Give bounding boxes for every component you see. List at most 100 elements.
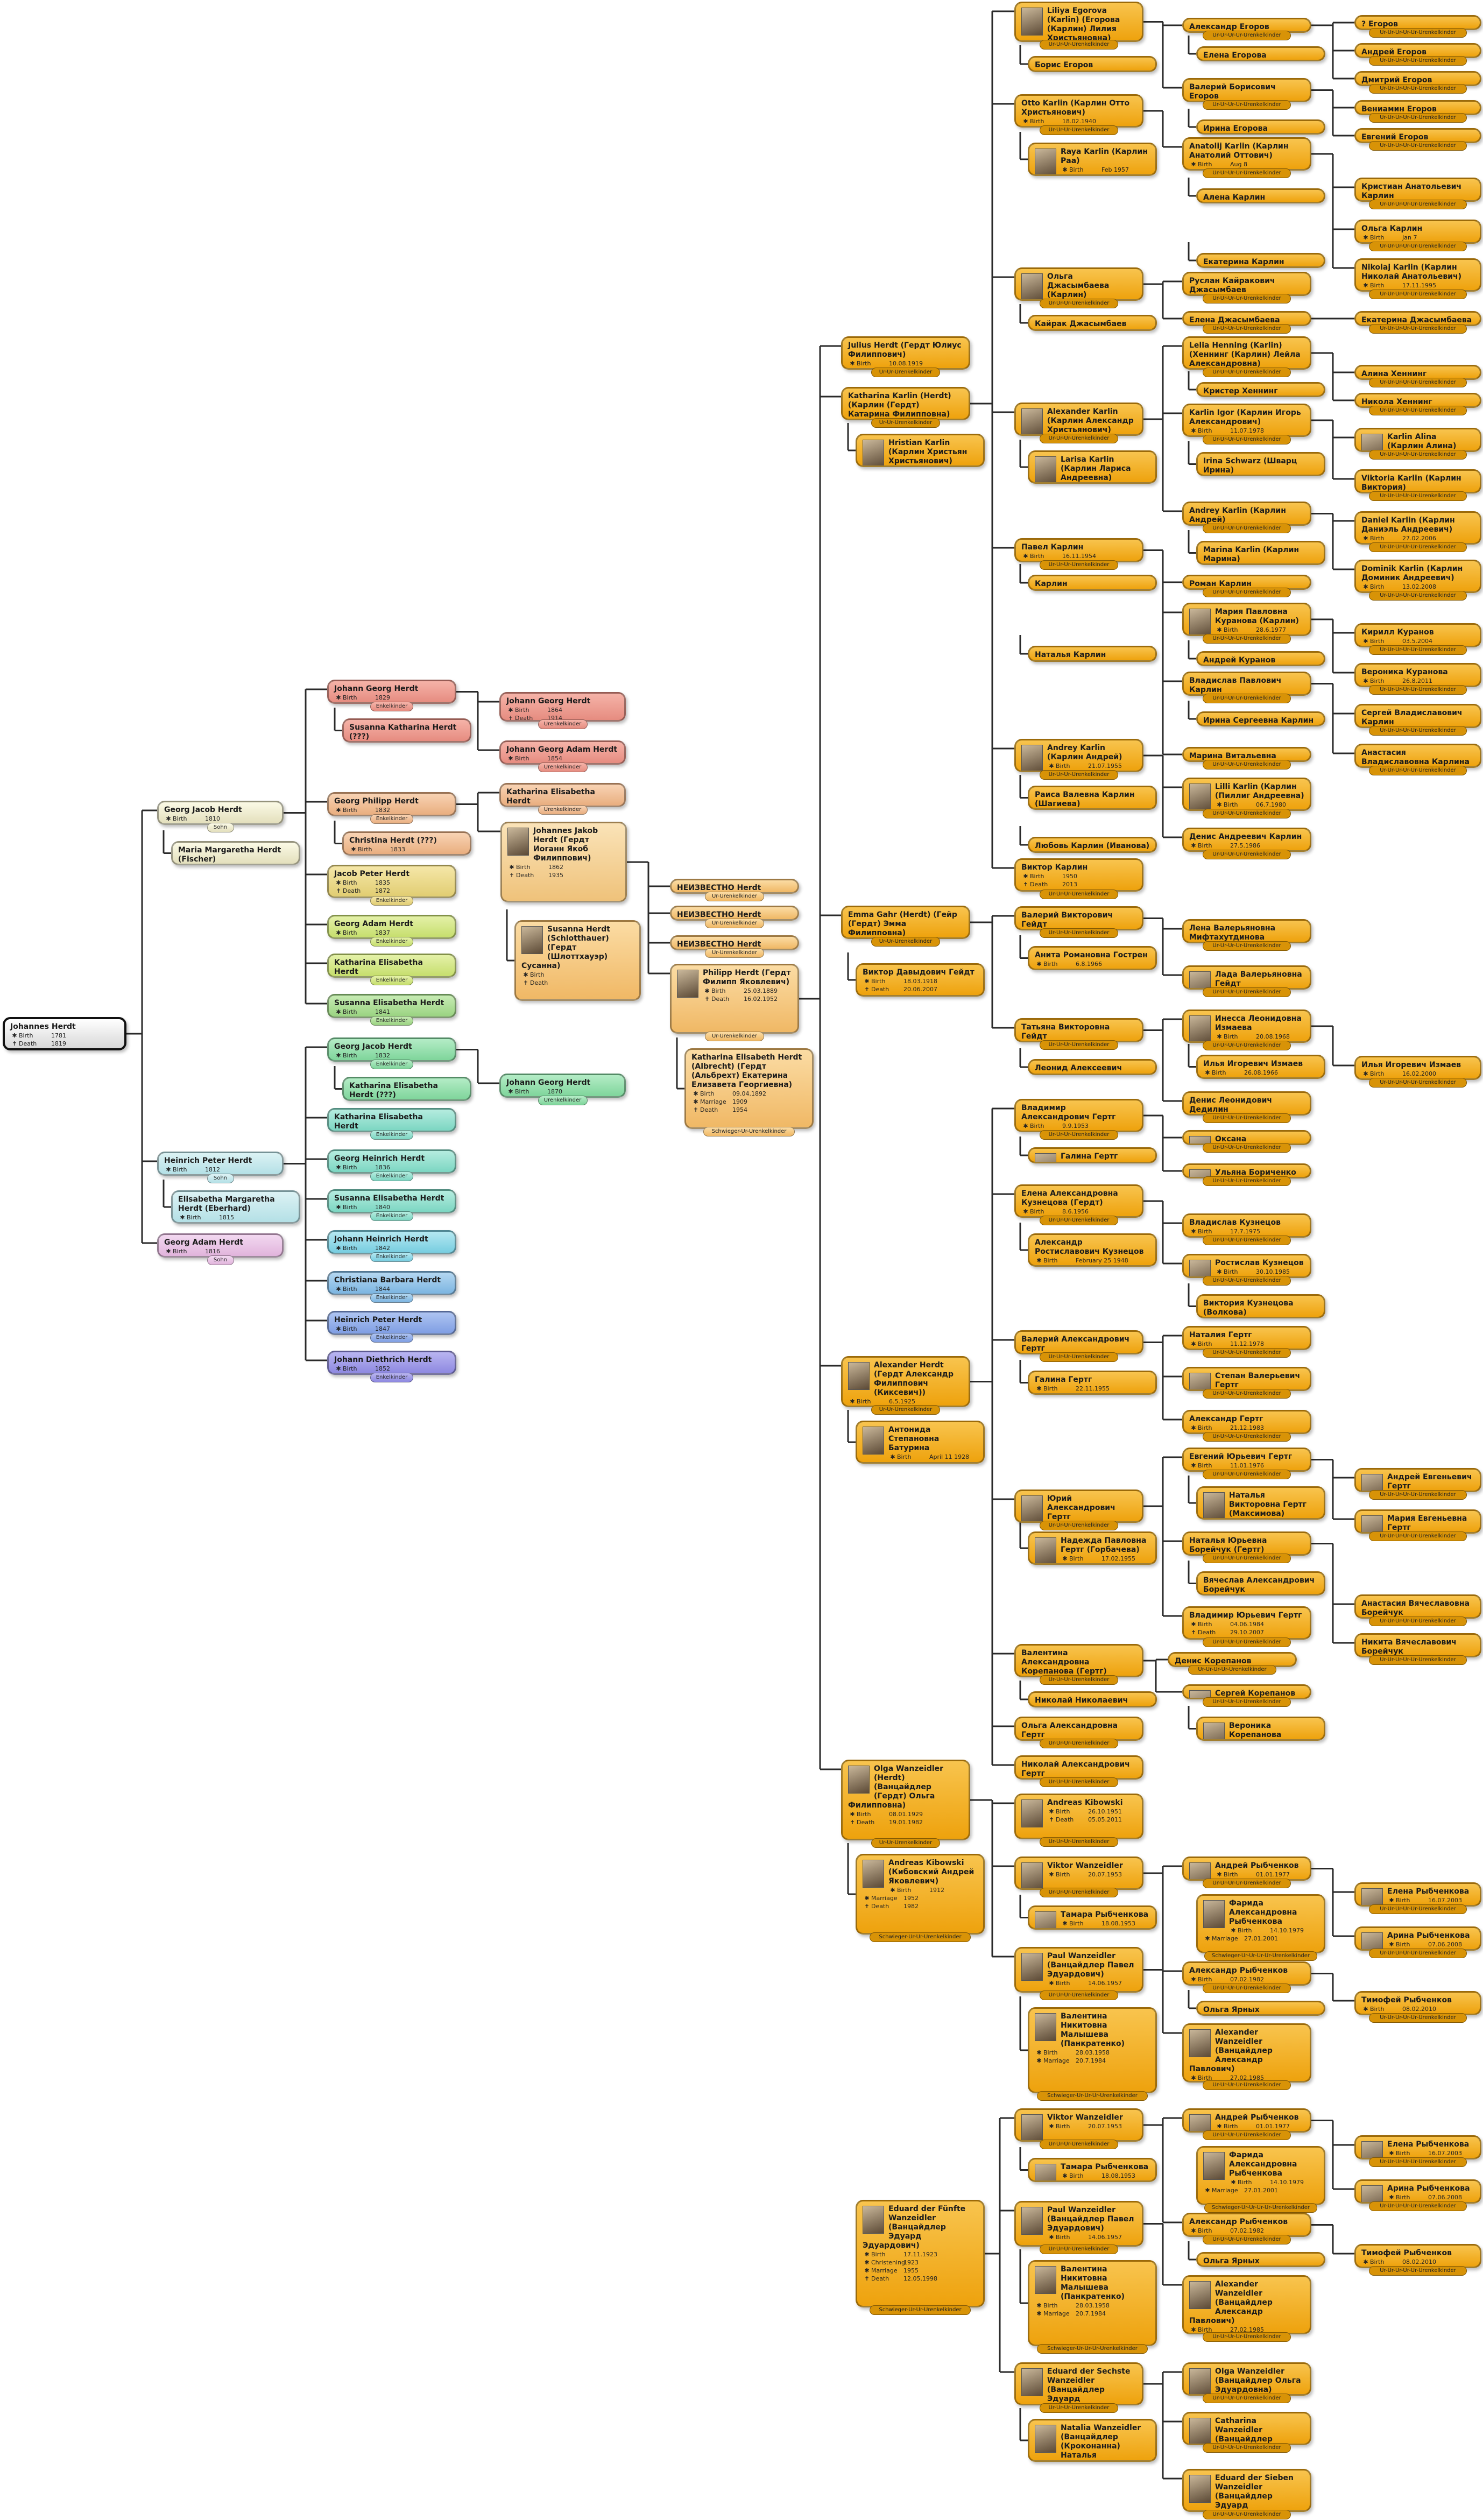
person-card[interactable]: Otto Karlin (Карлин Отто Христьянович)✱B… — [1014, 94, 1143, 128]
person-card[interactable]: Руслан Кайракович Джасымбаев✱Birth21.03.… — [1182, 272, 1311, 296]
person-card[interactable]: Валентина Никитовна Малышева (Панкратенк… — [1028, 2007, 1157, 2093]
person-card[interactable]: Евгений Егоров — [1354, 128, 1481, 143]
person-card[interactable]: Елена Александровна Кузнецова (Гердт)✱Bi… — [1014, 1184, 1143, 1218]
person-card[interactable]: Виктория Кузнецова (Волкова)✱Birth11.10.… — [1196, 1294, 1325, 1318]
person-card[interactable]: Ольга Ярных — [1196, 2001, 1325, 2016]
person-card[interactable]: Susanna Herdt (Schlotthauer) (Гердт (Шло… — [514, 920, 641, 1001]
person-card[interactable]: Валентина Никитовна Малышева (Панкратенк… — [1028, 2260, 1157, 2346]
person-card[interactable]: Вячеслав Александрович Борейчук✱Birth09.… — [1196, 1571, 1325, 1596]
person-card[interactable]: Анастасия Владиславовна Карлина✱Birth25.… — [1354, 744, 1481, 768]
person-card[interactable]: Екатерина Карлин — [1196, 253, 1325, 268]
person-card[interactable]: Viktoria Karlin (Карлин Виктория)✱Birth1… — [1354, 469, 1481, 493]
person-card[interactable]: Ольга Александровна Гертг✱Birth17.02.195… — [1014, 1717, 1143, 1741]
person-card[interactable]: НЕИЗВЕСТНО Herdt — [670, 906, 799, 921]
person-card[interactable]: Natalia Wanzeidler (Ванцайдлер (Кроконан… — [1028, 2419, 1157, 2462]
person-card[interactable]: Валерий Александрович Гертг✱Birth5.8.196… — [1014, 1330, 1143, 1354]
person-card[interactable]: Денис Леонидович Дедилин✱Birth23.11.1974 — [1182, 1091, 1311, 1116]
person-card[interactable]: Владислав Павлович Карлин✱Birth12.10.197… — [1182, 672, 1311, 696]
person-card[interactable]: Елена Егорова — [1196, 46, 1325, 61]
person-card[interactable]: Lilli Karlin (Карлин (Пиллиг Андреевна)✱… — [1182, 778, 1311, 811]
person-card[interactable]: Katharina Elisabeth Herdt (Albrecht) (Ге… — [684, 1048, 814, 1129]
person-card[interactable]: Сергей Владиславович Карлин✱Birth17.7.20… — [1354, 704, 1481, 728]
person-card[interactable]: Валентина Александровна Корепанова (Герт… — [1014, 1644, 1143, 1677]
person-card[interactable]: Кайрак Джасымбаев — [1028, 315, 1157, 331]
person-card[interactable]: Katharina Elisabetha Herdt✱Birth1839 — [327, 954, 456, 978]
person-card[interactable]: Раиса Валевна Карлин (Шагиева)✱BirthJul … — [1028, 786, 1157, 810]
person-card[interactable]: Надежда Павловна Гертг (Горбачева)✱Birth… — [1028, 1531, 1157, 1565]
person-card[interactable]: Susanna Katharina Herdt (???)✱Birth1831 — [342, 718, 471, 743]
person-card[interactable]: Larisa Karlin (Карлин Лариса Андреевна)✱… — [1028, 450, 1157, 484]
person-card[interactable]: Eduard der Sieben Wanzeidler (Ванцайдлер… — [1182, 2469, 1311, 2512]
person-card[interactable]: Andrey Karlin (Карлин Андрей)✱Birth27.06… — [1182, 502, 1311, 526]
person-card[interactable]: Johannes Jakob Herdt (Гердт Иоганн Якоб … — [500, 822, 627, 902]
person-card[interactable]: Elisabetha Margaretha Herdt (Eberhard)✱B… — [171, 1190, 300, 1224]
person-card[interactable]: Irina Schwarz (Шварц Ирина)✱Birth2.7.198… — [1196, 452, 1325, 476]
person-card[interactable]: Николай Николаевич Корепанов — [1028, 1691, 1157, 1707]
person-card[interactable]: Лена Валерьяновна Мифтахутдинова✱Birth9 … — [1182, 919, 1311, 943]
person-card[interactable]: Olga Wanzeidler (Ванцайдлер Ольга Эдуард… — [1182, 2362, 1311, 2396]
person-card[interactable]: Philipp Herdt (Гердт Филипп Яковлевич)✱B… — [670, 964, 799, 1034]
person-card[interactable]: Анастасия Вячеславовна Борейчук✱Birth22.… — [1354, 1594, 1481, 1619]
person-card[interactable]: Katharina Elisabetha Herdt✱Birth1834 — [327, 1108, 456, 1132]
person-card[interactable]: Леонид Алексеевич Дедилин — [1028, 1059, 1157, 1075]
person-card[interactable]: Любовь Карлин (Иванова) — [1028, 837, 1157, 853]
person-card[interactable]: Вероника Корепанова (Митина) — [1196, 1717, 1325, 1741]
person-card[interactable]: Liliya Egorova (Karlin) (Егорова (Карлин… — [1014, 2, 1143, 42]
person-card[interactable]: Nikolaj Karlin (Карлин Николай Анатольев… — [1354, 258, 1481, 292]
person-card[interactable]: Ирина Егорова — [1196, 119, 1325, 135]
person-card[interactable]: Ольга Джасымбаева (Карлин)✱Birth18.12.19… — [1014, 267, 1143, 301]
person-card[interactable]: Вениамин Егоров — [1354, 100, 1481, 115]
person-card[interactable]: Ольга Ярных — [1196, 2252, 1325, 2267]
person-card[interactable]: Olga Wanzeidler (Herdt) (Ванцайдлер (Гер… — [841, 1760, 970, 1840]
person-card[interactable]: Наталья Юрьевна Борейчук (Гертг)✱Birth30… — [1182, 1531, 1311, 1556]
person-card[interactable]: Paul Wanzeidler (Ванцайдлер Павел Эдуард… — [1014, 1947, 1143, 1993]
person-card[interactable]: Алена Карлин — [1196, 188, 1325, 203]
person-card[interactable]: Юрий Александрович Гертг✱Birth31.12.1954 — [1014, 1490, 1143, 1523]
person-card[interactable]: Anatolij Karlin (Карлин Анатолий Оттович… — [1182, 137, 1311, 171]
person-card[interactable]: НЕИЗВЕСТНО Herdt — [670, 879, 799, 894]
person-card[interactable]: Николай Александрович Гертг✱Birth4.5.196… — [1014, 1755, 1143, 1780]
person-card[interactable]: Александр Егоров — [1182, 18, 1311, 33]
person-card[interactable]: Андрей Егоров — [1354, 43, 1481, 58]
person-card[interactable]: Maria Margaretha Herdt (Fischer)✱Birth18… — [171, 841, 300, 865]
person-card[interactable]: Daniel Karlin (Карлин Даниэль Андреевич)… — [1354, 511, 1481, 545]
person-card[interactable]: Alexander Herdt (Гердт Александр Филиппо… — [841, 1356, 970, 1407]
person-card[interactable]: Дмитрий Егоров — [1354, 71, 1481, 86]
person-card[interactable]: Роман Карлин — [1182, 575, 1311, 590]
